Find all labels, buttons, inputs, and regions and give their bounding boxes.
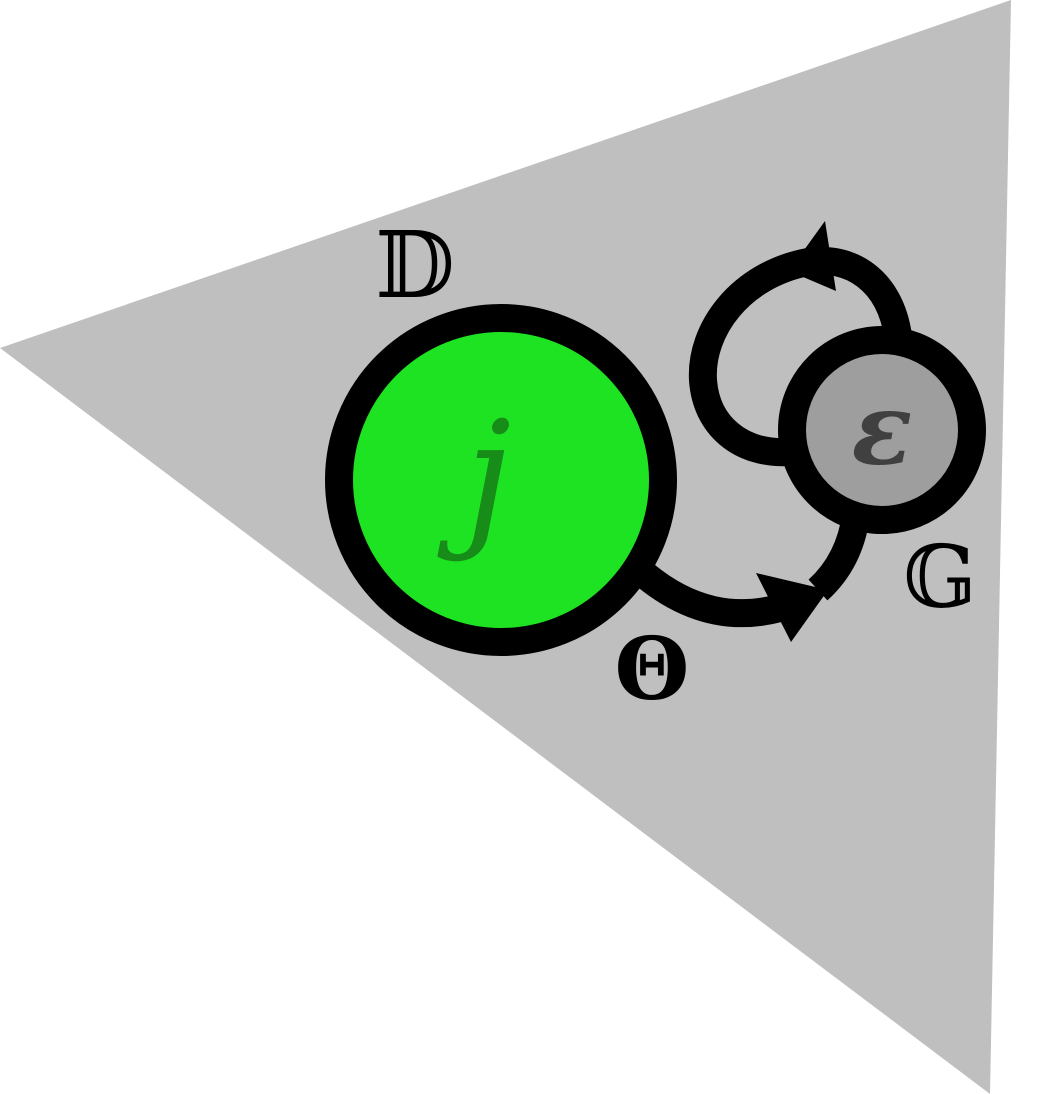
- self-loop-arrowhead-icon: [789, 221, 836, 291]
- node-j-outer-label: 𝔻: [375, 212, 455, 319]
- node-epsilon-outer-label: 𝔾: [903, 528, 976, 628]
- node-j: j: [325, 304, 677, 656]
- node-epsilon-label: ε: [852, 370, 913, 488]
- self-loop-edge: [688, 221, 912, 467]
- node-epsilon: ε: [778, 326, 986, 534]
- edge-label-theta: Θ: [615, 619, 690, 720]
